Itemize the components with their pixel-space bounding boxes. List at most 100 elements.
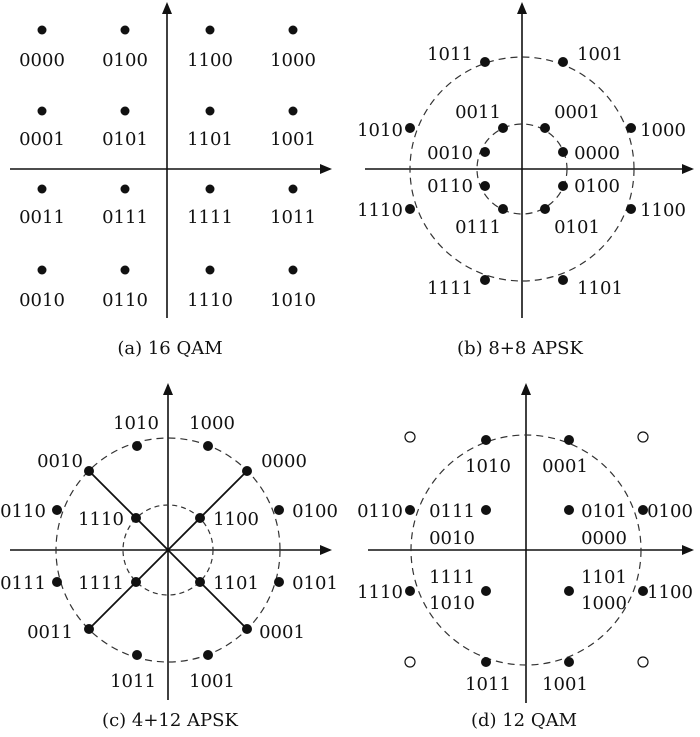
point-label: 0001 [542, 456, 588, 477]
constellation-point [638, 505, 648, 515]
point-label: 0001 [554, 102, 600, 123]
point-label: 0101 [581, 501, 627, 522]
constellation-point [626, 204, 636, 214]
point-label: 1111 [78, 573, 124, 594]
constellation-point [120, 265, 130, 275]
point-label: 0011 [455, 102, 501, 123]
point-label: 0111 [429, 501, 475, 522]
point-label: 1000 [640, 120, 686, 141]
constellation-point [564, 586, 574, 596]
unused-point [404, 656, 416, 668]
point-label: 1111 [429, 567, 475, 588]
constellation-point [558, 57, 568, 67]
point-label: 0101 [102, 129, 148, 150]
point-label: 0100 [574, 176, 620, 197]
constellation-point [405, 586, 415, 596]
point-label: 0110 [102, 290, 148, 311]
inner-ring [122, 504, 214, 596]
point-label: 0010 [19, 290, 65, 311]
constellation-point [558, 275, 568, 285]
constellation-point [564, 657, 574, 667]
point-label: 1001 [189, 671, 235, 692]
point-label: 0110 [357, 501, 403, 522]
point-label: 1001 [270, 129, 316, 150]
point-label: 1011 [110, 671, 156, 692]
point-label: 1010 [113, 413, 159, 434]
point-label: 0000 [574, 143, 620, 164]
point-label: 1111 [187, 207, 233, 228]
constellation-point [205, 106, 215, 116]
constellation-point [274, 577, 284, 587]
point-label: 1010 [357, 120, 403, 141]
constellation-point [405, 505, 415, 515]
constellation-point [540, 123, 550, 133]
point-label: 1001 [542, 674, 588, 695]
point-label: 1101 [213, 573, 259, 594]
panel-12qam: 1010 0001 0110 0100 0111 0010 0101 0000 … [357, 383, 694, 731]
constellation-point [481, 505, 491, 515]
constellation-point [405, 123, 415, 133]
outer-ring [409, 56, 635, 282]
diagonal-spoke [88, 470, 248, 630]
constellation-point [498, 123, 508, 133]
constellation-point [205, 184, 215, 194]
point-label: 1101 [577, 278, 623, 299]
constellation-point [37, 25, 47, 35]
panel-8plus8-apsk: 1011 1001 0011 0001 1010 1000 0010 0000 … [357, 2, 694, 359]
point-label: 0010 [37, 451, 83, 472]
constellation-point [274, 505, 284, 515]
point-label: 0100 [647, 501, 693, 522]
constellation-point [37, 106, 47, 116]
point-label: 1011 [427, 44, 473, 65]
constellation-point [481, 435, 491, 445]
point-label: 1100 [647, 582, 693, 603]
outer-ring [410, 434, 642, 666]
constellation-point [558, 181, 568, 191]
outer-ring [55, 437, 281, 663]
constellation-point [288, 265, 298, 275]
constellation-point [242, 624, 252, 634]
constellation-point [132, 650, 142, 660]
point-label: 0100 [102, 50, 148, 71]
point-label: 1010 [270, 290, 316, 311]
constellation-point [480, 147, 490, 157]
constellation-point [131, 577, 141, 587]
constellation-point [84, 466, 94, 476]
constellation-point [288, 25, 298, 35]
point-label: 0010 [427, 143, 473, 164]
panel-caption: (a) 16 QAM [117, 338, 222, 359]
constellation-point [203, 441, 213, 451]
point-label: 1010 [429, 593, 475, 614]
constellation-point [480, 181, 490, 191]
point-label: 0001 [259, 622, 305, 643]
constellation-point [498, 204, 508, 214]
panel-caption: (c) 4+12 APSK [102, 710, 238, 731]
constellation-point [120, 106, 130, 116]
point-label: 1100 [640, 200, 686, 221]
point-label: 0000 [581, 528, 627, 549]
point-label: 1011 [465, 674, 511, 695]
constellation-point [131, 513, 141, 523]
constellation-point [37, 265, 47, 275]
point-label: 1000 [581, 593, 627, 614]
point-label: 0001 [19, 129, 65, 150]
constellation-point [480, 57, 490, 67]
constellation-point [288, 184, 298, 194]
constellation-point [132, 441, 142, 451]
constellation-point [205, 265, 215, 275]
point-label: 0111 [102, 207, 148, 228]
point-label: 1110 [357, 200, 403, 221]
unused-point [637, 656, 649, 668]
point-label: 1000 [189, 413, 235, 434]
point-label: 1101 [187, 129, 233, 150]
point-label: 1001 [577, 44, 623, 65]
point-label: 1101 [581, 567, 627, 588]
constellation-point [195, 577, 205, 587]
point-label: 0010 [429, 528, 475, 549]
point-label: 1100 [187, 50, 233, 71]
constellation-point [564, 505, 574, 515]
constellation-point [203, 650, 213, 660]
constellation-point [626, 123, 636, 133]
constellation-point [205, 25, 215, 35]
